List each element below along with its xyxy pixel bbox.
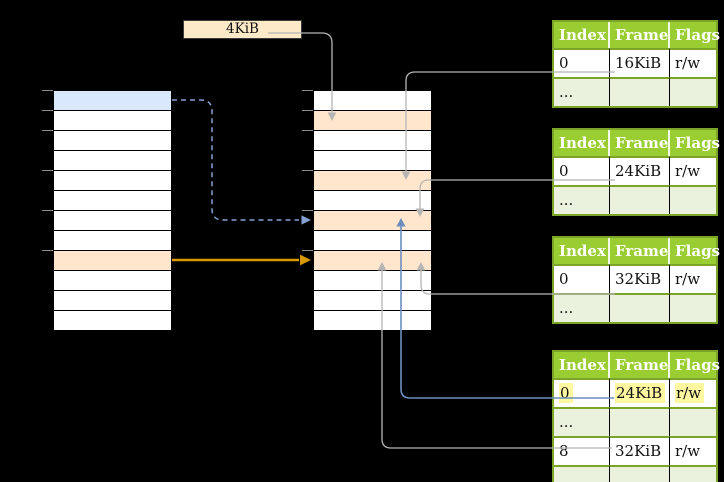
table-cell-index: ... bbox=[554, 77, 610, 106]
address-tick bbox=[42, 210, 53, 211]
memory-row bbox=[54, 291, 171, 311]
memory-row bbox=[54, 211, 171, 231]
memory-row bbox=[314, 311, 431, 330]
address-tick bbox=[302, 90, 313, 91]
memory-row bbox=[54, 231, 171, 251]
table-cell-flags bbox=[670, 77, 716, 106]
table-header-index: Index bbox=[554, 22, 610, 48]
address-tick bbox=[42, 90, 53, 91]
address-tick bbox=[302, 130, 313, 131]
arrowhead-icon bbox=[300, 254, 311, 266]
address-tick bbox=[42, 250, 53, 251]
address-tick bbox=[302, 110, 313, 111]
table-cell-index: ... bbox=[554, 465, 610, 482]
table-cell-index: 8 bbox=[554, 436, 610, 465]
memory-row bbox=[54, 311, 171, 330]
table-cell-frame bbox=[610, 293, 670, 322]
table-cell-flags: r/w bbox=[670, 264, 716, 293]
table-header-frame: Frame bbox=[610, 130, 670, 156]
table-cell-index: 0 bbox=[554, 264, 610, 293]
table-cell-index: ... bbox=[554, 407, 610, 436]
table-header-index: Index bbox=[554, 352, 610, 378]
highlighted-cell-text: 0 bbox=[559, 383, 573, 403]
table-cell-flags: r/w bbox=[670, 156, 716, 185]
physical-memory-column bbox=[313, 90, 432, 331]
table-header-flags: Flags bbox=[670, 352, 720, 378]
memory-row-orange bbox=[314, 111, 431, 131]
arrowhead-icon bbox=[301, 215, 311, 225]
table-cell-flags: r/w bbox=[670, 436, 716, 465]
table-cell-index: 0 bbox=[554, 378, 610, 407]
address-tick bbox=[302, 170, 313, 171]
address-tick bbox=[302, 210, 313, 211]
table-header-index: Index bbox=[554, 238, 610, 264]
table-cell-index: ... bbox=[554, 185, 610, 214]
table-header-flags: Flags bbox=[670, 238, 720, 264]
table-header-frame: Frame bbox=[610, 352, 670, 378]
table-cell-flags bbox=[670, 293, 716, 322]
table-header-frame: Frame bbox=[610, 22, 670, 48]
table-cell-flags bbox=[670, 185, 716, 214]
memory-row bbox=[54, 151, 171, 171]
table-header-flags: Flags bbox=[670, 22, 720, 48]
memory-row bbox=[54, 171, 171, 191]
table-cell-frame: 24KiB bbox=[610, 156, 670, 185]
table-header-frame: Frame bbox=[610, 238, 670, 264]
memory-row-orange bbox=[314, 211, 431, 231]
table-cell-frame: 16KiB bbox=[610, 48, 670, 77]
address-tick bbox=[42, 130, 53, 131]
table-cell-frame: 32KiB bbox=[610, 436, 670, 465]
memory-row-orange bbox=[314, 171, 431, 191]
memory-row bbox=[314, 291, 431, 311]
memory-row bbox=[54, 131, 171, 151]
table-cell-frame: 32KiB bbox=[610, 264, 670, 293]
virtual-memory-column bbox=[53, 90, 172, 331]
table-cell-flags bbox=[670, 465, 716, 482]
memory-row bbox=[54, 191, 171, 211]
memory-row bbox=[314, 151, 431, 171]
table-cell-index: 0 bbox=[554, 156, 610, 185]
table-cell-flags bbox=[670, 407, 716, 436]
table-cell-frame bbox=[610, 185, 670, 214]
table-cell-index: ... bbox=[554, 293, 610, 322]
address-tick bbox=[42, 110, 53, 111]
table-cell-index: 0 bbox=[554, 48, 610, 77]
memory-row bbox=[54, 111, 171, 131]
table-header-flags: Flags bbox=[670, 130, 720, 156]
table-cell-frame bbox=[610, 465, 670, 482]
mapping-arrow-dashed bbox=[172, 99, 299, 221]
address-tick bbox=[302, 250, 313, 251]
table-cell-frame: 24KiB bbox=[610, 378, 670, 407]
highlighted-cell-text: 24KiB bbox=[615, 383, 666, 403]
memory-row-blue bbox=[54, 91, 171, 111]
address-tick bbox=[42, 170, 53, 171]
page-size-label: 4KiB bbox=[183, 20, 302, 39]
table-cell-flags: r/w bbox=[670, 378, 716, 407]
table-cell-flags: r/w bbox=[670, 48, 716, 77]
table-cell-frame bbox=[610, 407, 670, 436]
memory-row bbox=[314, 91, 431, 111]
table-cell-frame bbox=[610, 77, 670, 106]
highlighted-cell-text: r/w bbox=[675, 383, 705, 403]
table-header-index: Index bbox=[554, 130, 610, 156]
memory-row bbox=[314, 271, 431, 291]
memory-row bbox=[314, 131, 431, 151]
memory-row bbox=[54, 271, 171, 291]
memory-row-orange bbox=[54, 251, 171, 271]
memory-row bbox=[314, 231, 431, 251]
memory-row bbox=[314, 191, 431, 211]
memory-row-orange bbox=[314, 251, 431, 271]
